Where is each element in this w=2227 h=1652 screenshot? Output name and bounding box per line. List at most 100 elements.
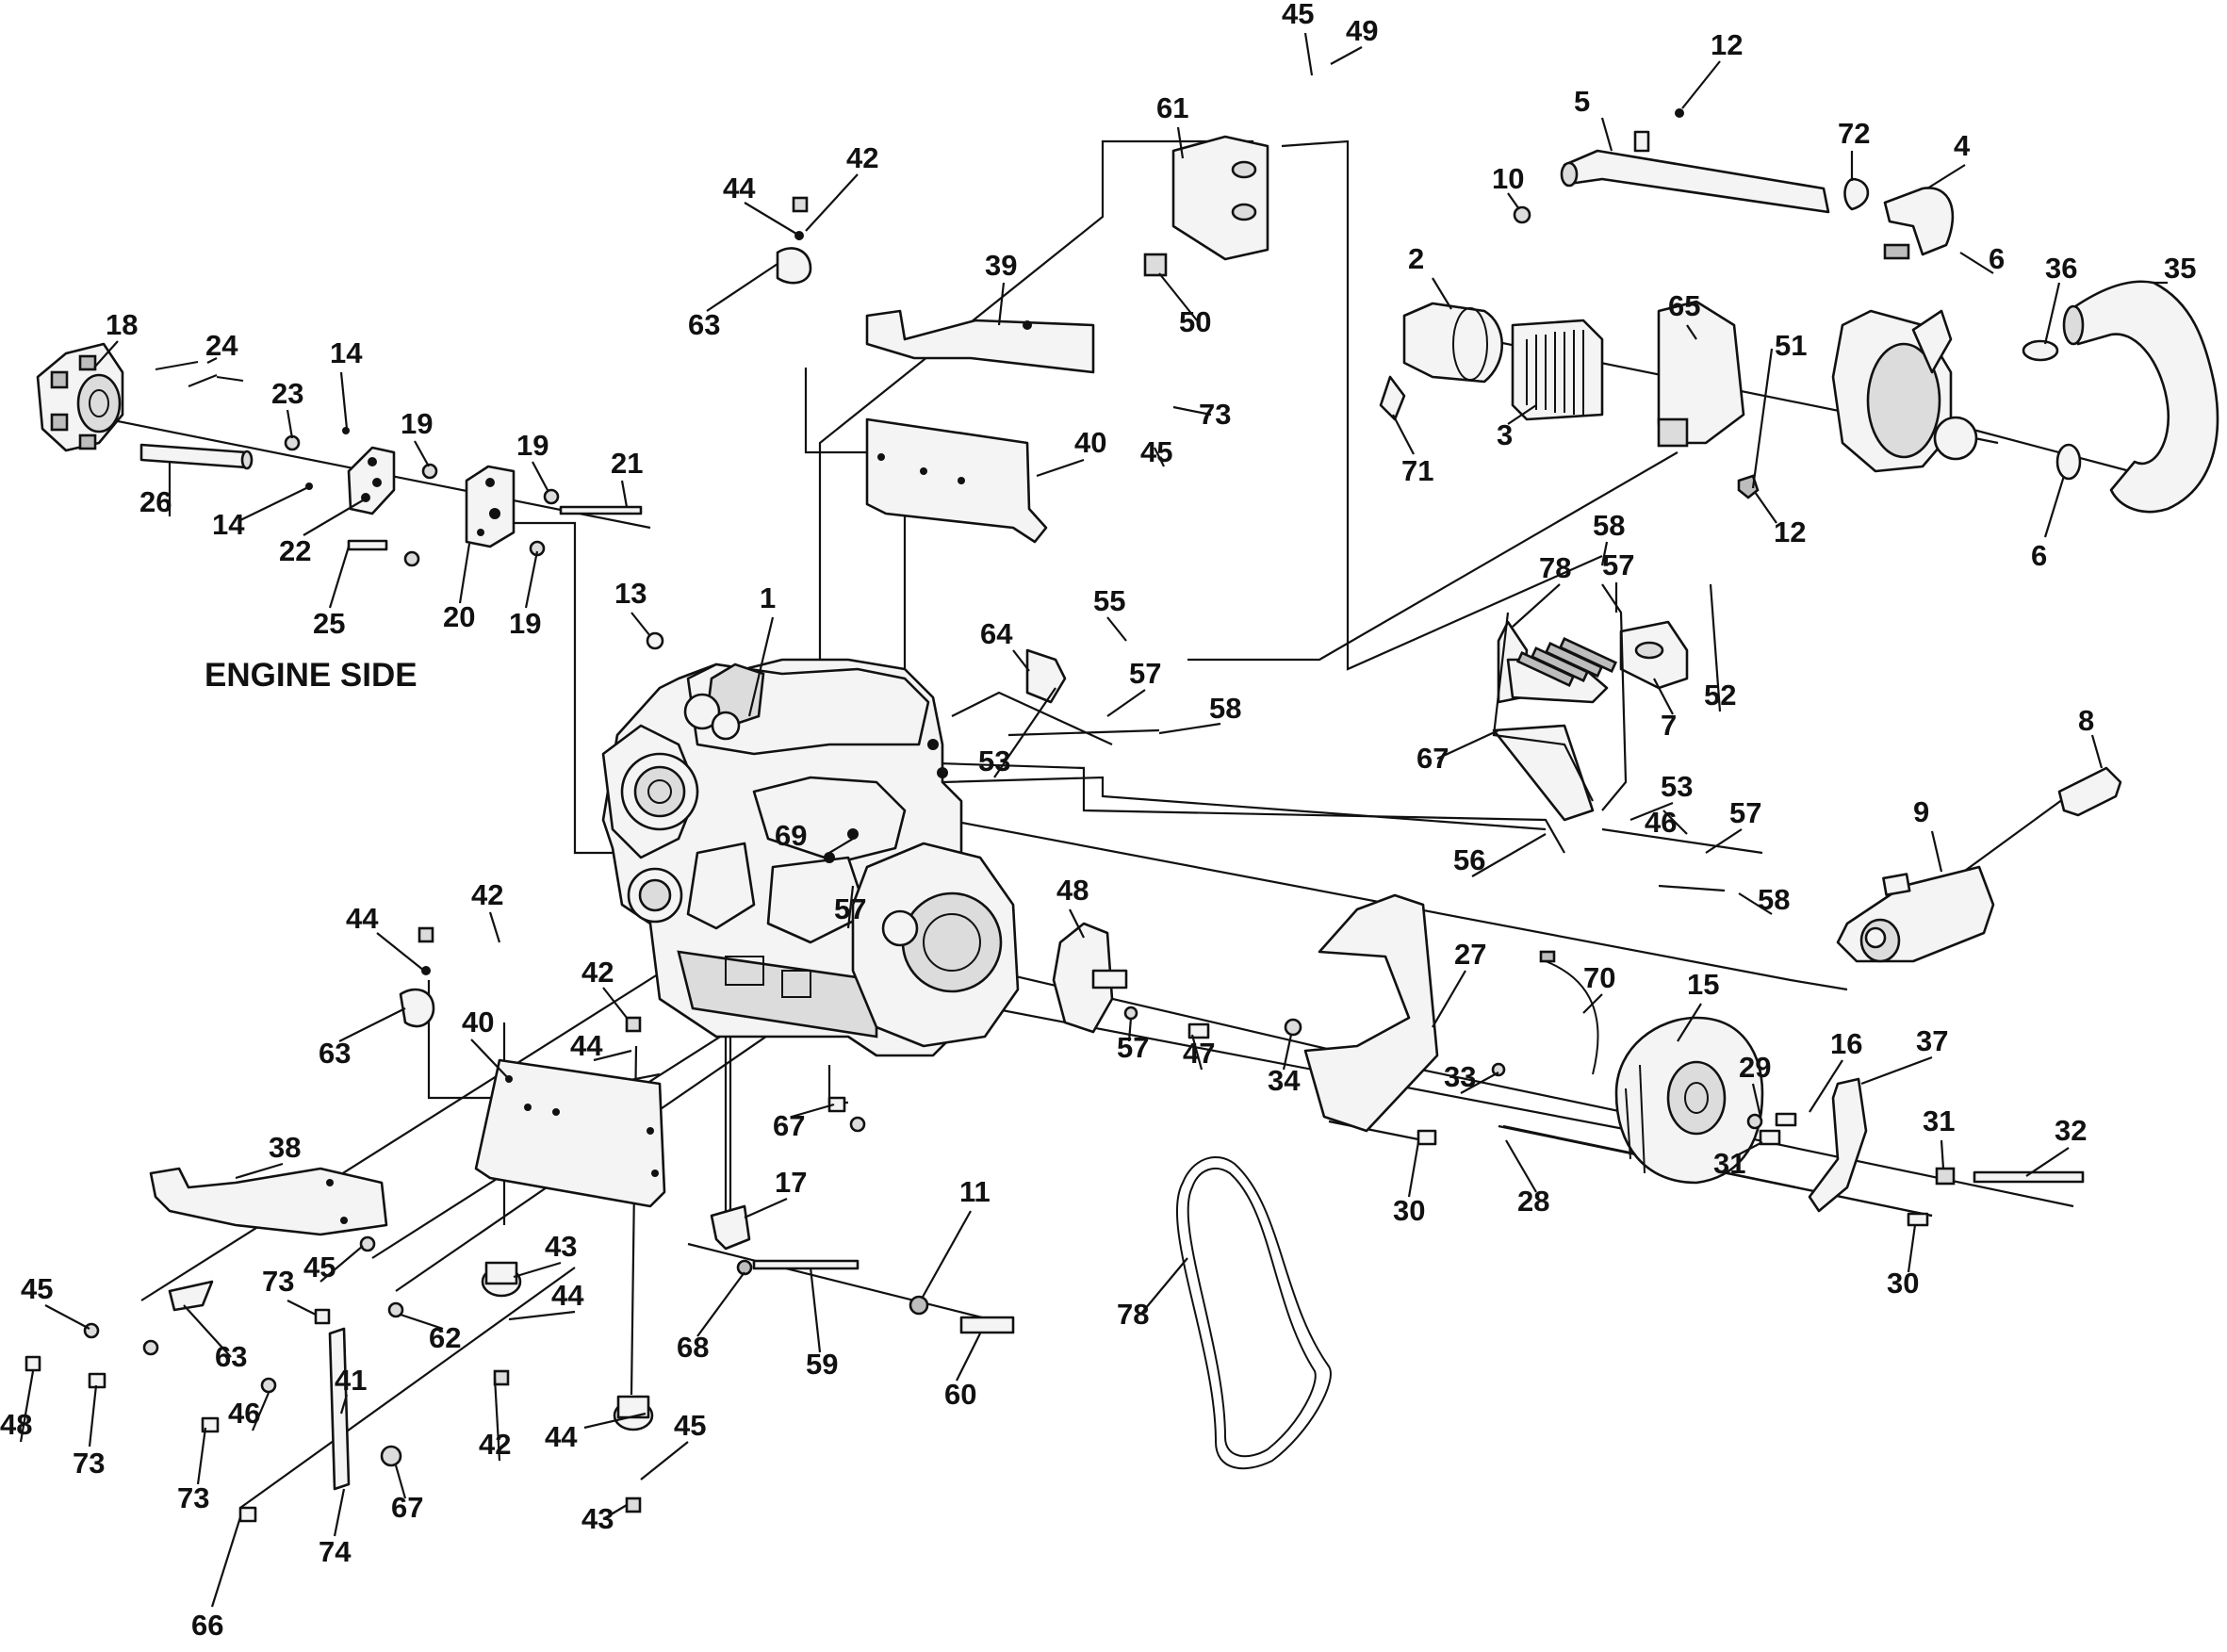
callout: 37 [1916,1024,1948,1057]
callout: 13 [614,577,647,610]
starter-motor [1836,766,2122,963]
callout: 42 [471,878,503,911]
engine-side-label: ENGINE SIDE [205,657,418,694]
lower-bracket-40 [474,1058,666,1208]
callout: 30 [1887,1267,1919,1300]
air-cleaner-assembly [1379,300,1978,499]
callout: 30 [1393,1194,1425,1227]
upper-bracket-39 [865,309,1095,374]
callout: 6 [1989,242,2005,275]
callout: 58 [1758,883,1790,916]
callout: 17 [775,1166,807,1199]
intake-tube [1513,108,1955,260]
lower-hardware [25,1235,404,1523]
callout: 25 [313,607,345,640]
engine-assembly [601,631,1020,1057]
callout: 68 [677,1331,709,1364]
harness-brackets [1025,583,1689,822]
drive-belt [1175,1155,1332,1470]
callout: 73 [73,1447,105,1480]
callout: 24 [205,329,238,362]
callout: 64 [980,617,1013,650]
callout: 45 [303,1251,336,1284]
callout: 1 [760,581,776,614]
callout: 44 [551,1279,584,1312]
callout: 40 [462,1006,494,1039]
callout: 50 [1179,305,1211,338]
callout: 23 [271,377,303,410]
callout: 15 [1687,968,1719,1001]
callout: 53 [1661,770,1693,803]
callout: 47 [1183,1037,1215,1070]
oil-fittings [710,1096,1015,1334]
callout: 36 [2045,252,2077,285]
callout: 48 [1056,874,1089,907]
drive-coupling [36,342,124,452]
callout: 42 [581,956,614,989]
callout: 10 [1492,162,1524,195]
callout: 59 [806,1348,838,1381]
callout: 71 [1401,454,1433,487]
callout: 19 [401,407,433,440]
callout: 31 [1923,1104,1955,1137]
callout: 32 [2055,1114,2087,1147]
callout: 11 [959,1175,991,1208]
callout: 72 [1838,117,1870,150]
callout: 2 [1408,242,1424,275]
callout: 8 [2078,704,2094,737]
mount-block-63-lower [168,926,435,1312]
coupling-plates [284,427,643,567]
callout: 73 [262,1265,294,1298]
callout: 42 [479,1428,511,1461]
callout: 16 [1830,1027,1862,1060]
callout: 57 [1729,796,1761,829]
callout: 21 [611,447,643,480]
lower-bracket-38 [149,1167,388,1236]
callout: 19 [516,429,549,462]
callout: 7 [1661,709,1677,742]
callout: 55 [1093,584,1125,617]
callout: 9 [1913,795,1929,828]
callout: 58 [1593,509,1625,542]
callout: 48 [0,1408,32,1441]
callout: 57 [1602,548,1634,581]
callout: 61 [1156,91,1188,124]
callout: 51 [1775,329,1807,362]
callout: 78 [1117,1298,1149,1331]
callout: 44 [723,172,756,204]
flywheel-plate [1052,922,1210,1039]
callout: 14 [212,508,245,541]
callout: 44 [570,1029,603,1062]
callout: 78 [1539,551,1571,584]
clutch-bracket [1808,1077,2085,1227]
callout: 45 [1282,0,1314,30]
callout: 63 [688,308,720,341]
filter-pleats [1526,330,1584,415]
callout: 43 [581,1502,614,1535]
callout: 12 [1711,28,1743,61]
callout-leaders [19,32,2168,1608]
callout: 35 [2164,252,2196,285]
callout: 45 [21,1272,53,1305]
callout: 41 [335,1364,367,1397]
callout: 44 [545,1420,578,1453]
callout: 42 [846,141,878,174]
belt-guard [1284,893,1506,1146]
callout: 28 [1517,1185,1549,1218]
clutch-pulley [1614,1016,1797,1185]
mount-bracket-61 [1143,135,1269,277]
callout: 60 [944,1378,976,1411]
callout: 39 [985,249,1017,282]
callout: 70 [1583,961,1615,994]
callout: 57 [1129,657,1161,690]
alignment-lines [84,139,2131,1509]
callout: 6 [2031,539,2047,572]
callout: 69 [775,819,807,852]
callout: 14 [330,336,363,369]
callout: 66 [191,1609,223,1642]
callout: 4 [1954,129,1971,162]
shaft-and-keys [139,361,254,470]
callout: 65 [1668,289,1700,322]
